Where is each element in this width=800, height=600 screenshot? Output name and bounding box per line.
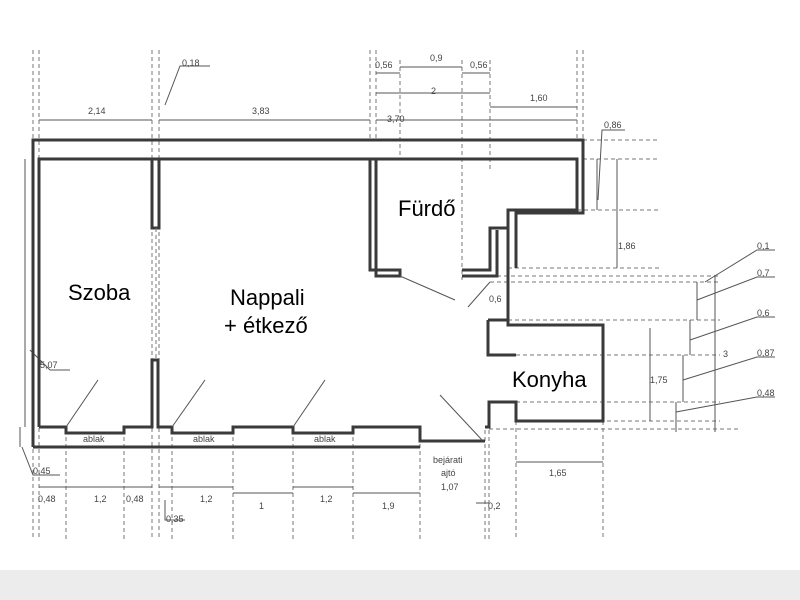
window-label: ablak — [83, 434, 105, 444]
window-label: ablak — [193, 434, 215, 444]
dimension-lines — [19, 65, 775, 521]
dimension-label: 0,18 — [182, 58, 200, 68]
room-label-furdo: Fürdő — [398, 196, 455, 221]
entrance-door-label: bejárati — [433, 455, 463, 465]
dimension-label: 3,83 — [252, 106, 270, 116]
dimension-label: 1 — [259, 501, 264, 511]
dimension-label: 0,86 — [604, 120, 622, 130]
dimension-label: 1,2 — [200, 494, 213, 504]
dimension-label: 0,56 — [375, 60, 393, 70]
entrance-door-label: ajtó — [441, 468, 456, 478]
dimension-label: 2,14 — [88, 106, 106, 116]
room-label-nappali: Nappali — [230, 285, 305, 310]
dimension-label: 0,1 — [757, 241, 770, 251]
room-label-konyha: Konyha — [512, 367, 587, 392]
dimension-label: 0,56 — [470, 60, 488, 70]
dimension-label: 0,7 — [757, 268, 770, 278]
dimension-label: 0,9 — [430, 53, 443, 63]
dimension-label: 0,48 — [757, 388, 775, 398]
room-label-szoba: Szoba — [68, 280, 131, 305]
dimension-label: 5,07 — [40, 360, 58, 370]
dimension-label: 1,07 — [441, 482, 459, 492]
dimension-label: 0,2 — [488, 501, 501, 511]
room-label-etkezo: + étkező — [224, 313, 308, 338]
dimension-label: 0,6 — [489, 294, 502, 304]
dimension-label: 0,87 — [757, 348, 775, 358]
page-bottom-strip — [0, 570, 800, 600]
dimension-label: 3,70 — [387, 114, 405, 124]
dimension-label: 3 — [723, 349, 728, 359]
dimension-label: 1,86 — [618, 241, 636, 251]
dimension-label: 0,48 — [38, 494, 56, 504]
dimension-label: 0,35 — [166, 514, 184, 524]
dimension-label: 1,60 — [530, 93, 548, 103]
window-label: ablak — [314, 434, 336, 444]
walls — [31, 138, 605, 449]
dimension-label: 1,2 — [320, 494, 333, 504]
dimension-label: 1,65 — [549, 468, 567, 478]
dimension-label: 0,6 — [757, 308, 770, 318]
dimension-label: 0,45 — [33, 466, 51, 476]
dimension-label: 1,2 — [94, 494, 107, 504]
door-swing-lines — [65, 275, 491, 441]
dimension-label: 0,48 — [126, 494, 144, 504]
dimension-label: 2 — [431, 86, 436, 96]
dimension-label: 1,75 — [650, 375, 668, 385]
dimension-label: 1,9 — [382, 501, 395, 511]
